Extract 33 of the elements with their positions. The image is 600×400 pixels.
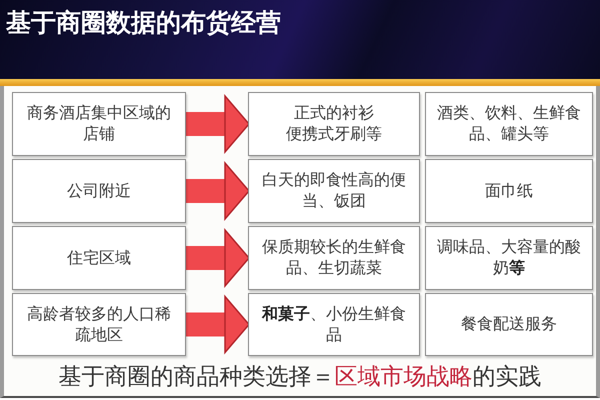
product-text: 酒类、饮料、生鲜食品、罐头等: [436, 104, 582, 145]
product-text: 面巾纸: [485, 182, 533, 202]
area-box: [12, 92, 186, 156]
product-text: 保质期较长的生鲜食品、生切蔬菜: [261, 238, 407, 279]
slide-title: 基于商圈数据的布货经营: [6, 8, 281, 39]
product-box: [425, 159, 593, 223]
area-box: [12, 226, 186, 290]
product-text: 正式的衬衫: [294, 104, 374, 124]
product-box: [248, 226, 420, 290]
area-text: 住宅区域: [67, 248, 131, 268]
product-box: [425, 293, 593, 356]
product-box: [248, 159, 420, 223]
product-text: 和菓子、小份生鲜食品: [260, 304, 407, 346]
conclusion-text: 的实践: [472, 364, 542, 389]
conclusion-text: 基于商圈的商品种类选择＝: [58, 364, 334, 389]
block-arrow: [186, 162, 250, 220]
area-box: [12, 293, 186, 356]
product-box: [248, 293, 420, 356]
product-text: 调味品、大容量的酸奶等: [436, 238, 582, 279]
area-text: 商务酒店集中区域的店铺: [26, 104, 172, 145]
block-arrow: [186, 95, 250, 153]
area-text: 公司附近: [67, 182, 131, 202]
product-text: 便携式牙刷等: [286, 124, 382, 145]
product-box: [248, 92, 420, 156]
product-box: [425, 92, 593, 156]
product-text: 白天的即食性高的便当、饭团: [261, 170, 407, 212]
area-text: 高龄者较多的人口稀疏地区: [26, 304, 172, 346]
block-arrow: [186, 229, 250, 287]
block-arrow: [186, 296, 250, 354]
product-box: [425, 226, 593, 290]
area-box: [12, 159, 186, 223]
strategy-term: 区域市场战略: [334, 364, 472, 389]
product-text: 餐食配送服务: [461, 314, 557, 335]
